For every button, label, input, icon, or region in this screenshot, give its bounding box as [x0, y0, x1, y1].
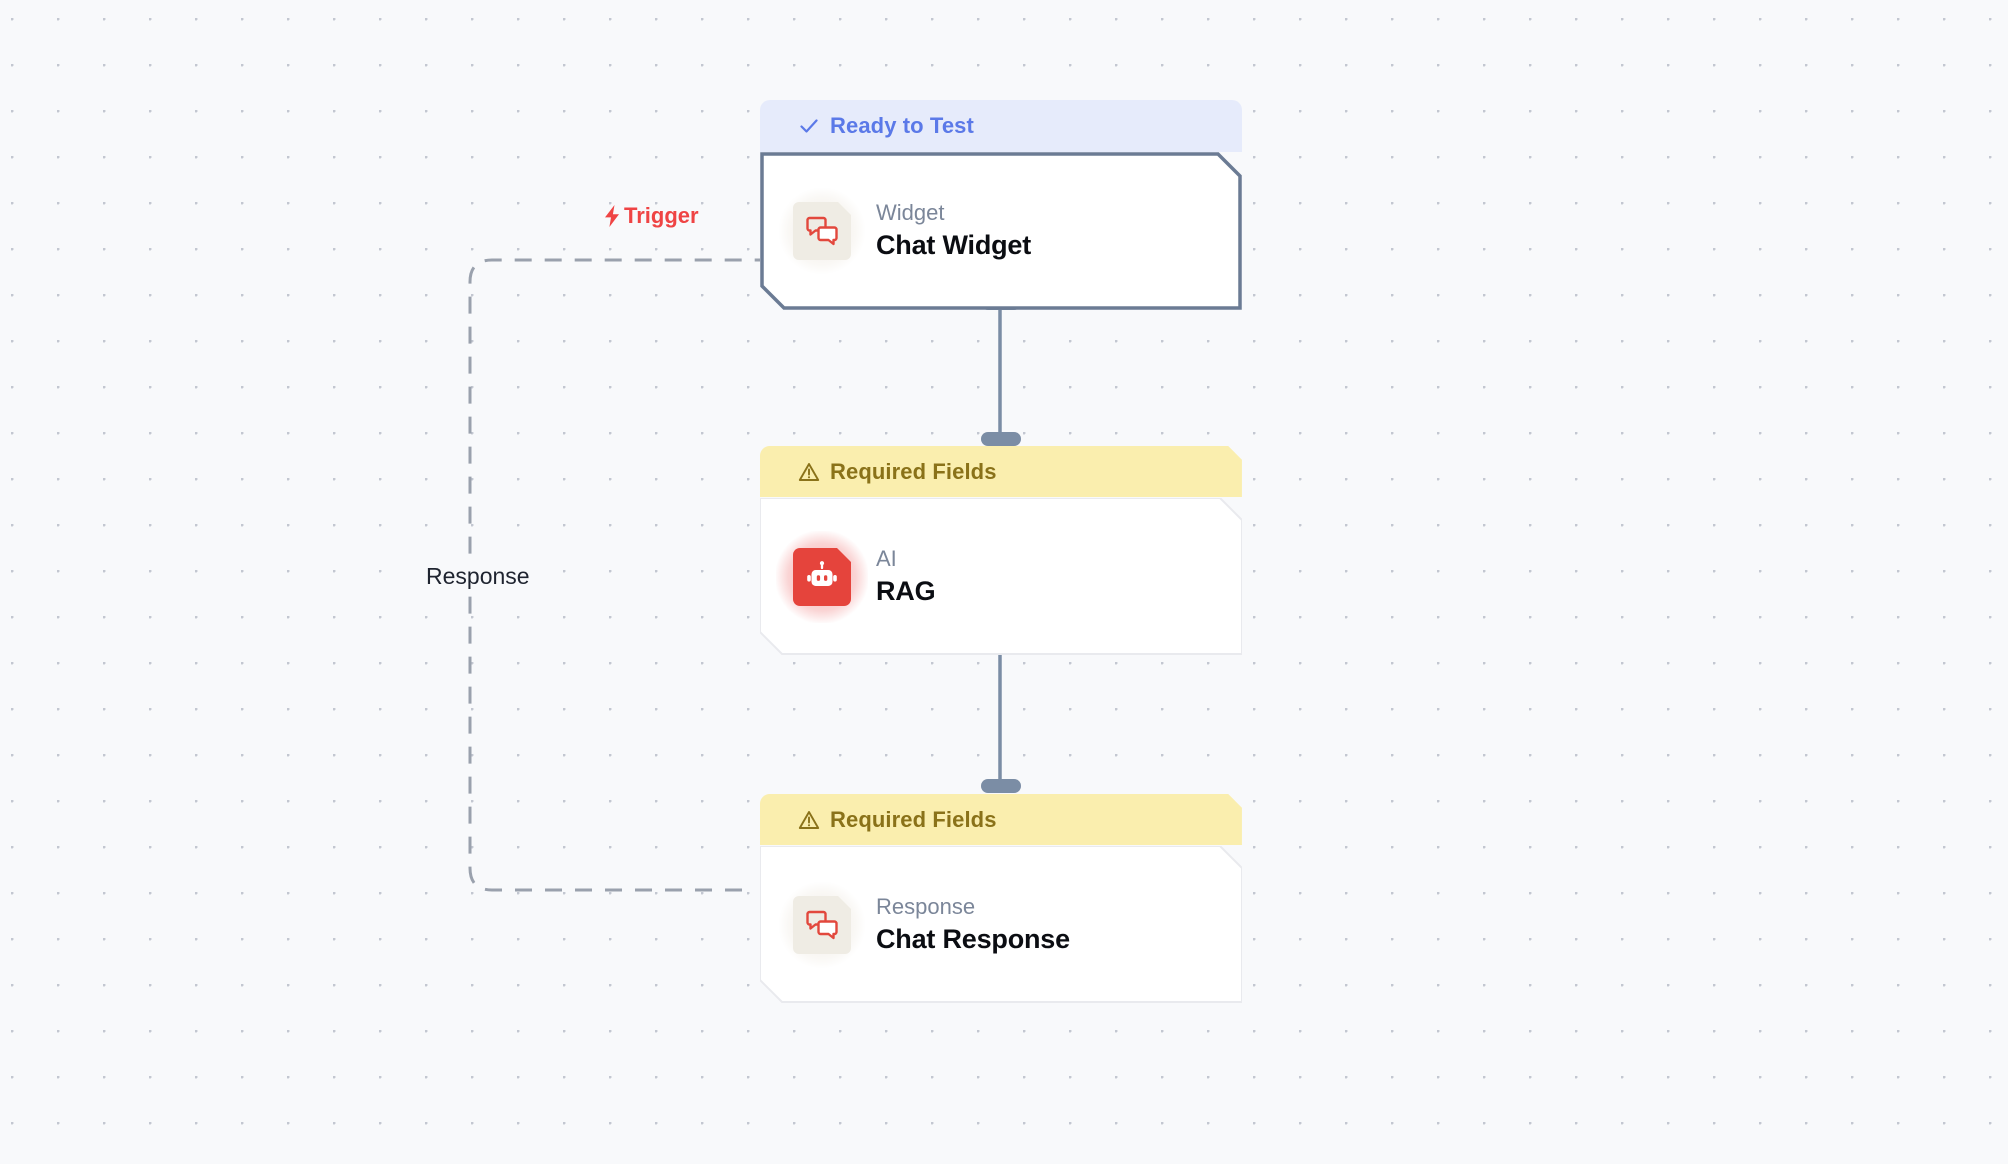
node-icon-tile	[779, 882, 865, 968]
band-shape	[760, 794, 1242, 845]
warning-triangle-icon	[798, 461, 820, 483]
handle-rag-in[interactable]	[981, 432, 1021, 446]
node-title: Chat Response	[876, 924, 1070, 955]
node-card-chat-response[interactable]: Response Chat Response	[760, 846, 1242, 1004]
node-chat-widget[interactable]: Ready to Test Widget Chat Wid	[760, 100, 1242, 310]
node-kind-label: Widget	[876, 199, 945, 225]
robot-icon	[807, 561, 837, 586]
node-chat-response[interactable]: Required Fields Response	[760, 794, 1242, 1004]
node-kind-label: AI	[876, 545, 897, 571]
band-shape	[760, 446, 1242, 497]
card-shape	[760, 498, 1242, 655]
node-card-rag[interactable]: AI RAG	[760, 498, 1242, 656]
node-kind-label: Response	[876, 893, 976, 919]
check-icon	[798, 115, 820, 137]
node-status-text: Ready to Test	[830, 113, 974, 138]
band-shape	[760, 100, 1242, 152]
handle-response-in[interactable]	[981, 779, 1021, 793]
card-shape	[760, 152, 1242, 310]
node-status-band-required-fields: Required Fields	[760, 794, 1242, 846]
node-icon-tile	[776, 531, 868, 623]
node-status-band-ready-to-test: Ready to Test	[760, 100, 1242, 152]
node-rag[interactable]: Required Fields	[760, 446, 1242, 656]
node-title: Chat Widget	[876, 230, 1032, 261]
node-icon-tile	[779, 188, 865, 274]
lightning-bolt-icon	[602, 204, 622, 228]
node-status-band-required-fields: Required Fields	[760, 446, 1242, 498]
edge-label-response: Response	[418, 561, 538, 592]
node-title: RAG	[876, 576, 936, 607]
node-card-chat-widget[interactable]: Widget Chat Widget	[760, 152, 1242, 310]
chat-bubbles-icon	[806, 910, 838, 940]
node-status-text: Required Fields	[830, 807, 997, 832]
edge-label-trigger: Trigger	[602, 204, 699, 228]
chat-bubbles-icon	[806, 216, 838, 246]
card-shape	[760, 846, 1242, 1003]
node-status-text: Required Fields	[830, 459, 997, 484]
warning-triangle-icon	[798, 809, 820, 831]
edge-label-trigger-text: Trigger	[624, 203, 699, 228]
